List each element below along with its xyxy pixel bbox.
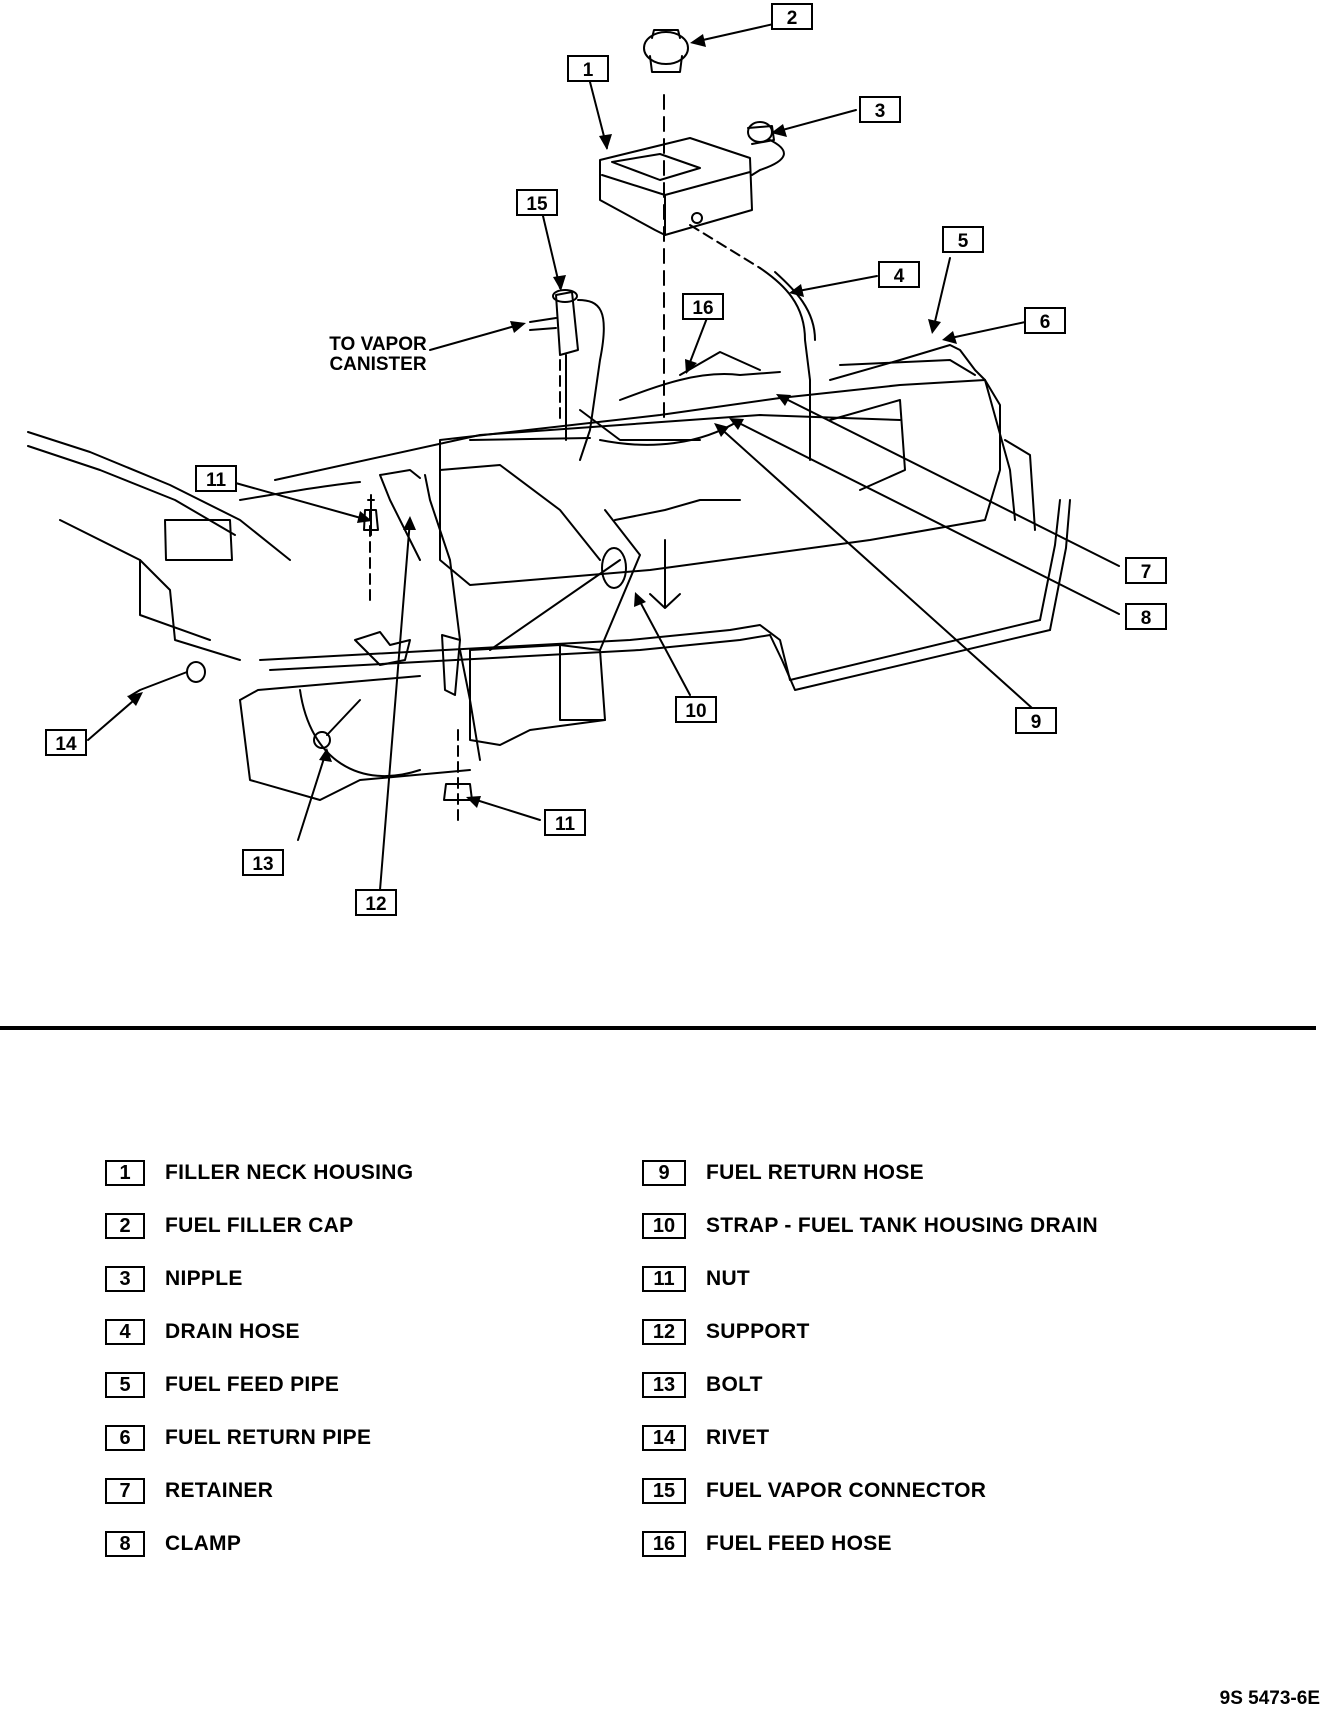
legend-item-number: 8: [105, 1531, 145, 1557]
figure-id: 9S 5473-6E: [1219, 1688, 1320, 1709]
nut-upper: [363, 494, 379, 536]
legend-item: 12 SUPPORT: [642, 1317, 810, 1347]
fuel-vapor-connector: [529, 289, 605, 461]
legend-item-number: 9: [642, 1160, 686, 1186]
legend-item-number: 4: [105, 1319, 145, 1345]
legend-item-number: 5: [105, 1372, 145, 1398]
legend-item-number: 13: [642, 1372, 686, 1398]
legend-item-label: CLAMP: [165, 1532, 242, 1555]
legend-item: 5 FUEL FEED PIPE: [105, 1370, 339, 1400]
callout-13: 13: [252, 854, 273, 875]
callout-3: 3: [875, 101, 886, 122]
callout-9: 9: [1031, 712, 1042, 733]
legend-item: 2 FUEL FILLER CAP: [105, 1211, 353, 1241]
legend-item-label: SUPPORT: [706, 1320, 810, 1343]
legend-item: 15 FUEL VAPOR CONNECTOR: [642, 1476, 986, 1506]
legend-item-label: STRAP - FUEL TANK HOUSING DRAIN: [706, 1214, 1098, 1237]
bolt: [313, 699, 361, 749]
callout-11-lower: 11: [555, 814, 576, 835]
legend-item-label: RETAINER: [165, 1479, 274, 1502]
legend-item: 8 CLAMP: [105, 1529, 241, 1559]
body-rail-left: [27, 431, 291, 661]
fuel-system-diagram: 1 2 3 4 5 6 7 8 9 10 11 12 13 14 15 16 1…: [27, 3, 1167, 916]
legend-item-label: BOLT: [706, 1373, 763, 1396]
legend-item-label: FUEL FILLER CAP: [165, 1214, 354, 1237]
callout-7: 7: [1141, 562, 1152, 583]
fuel-filler-cap: [643, 29, 689, 73]
legend-item-number: 14: [642, 1425, 686, 1451]
legend-item-number: 10: [642, 1213, 686, 1239]
callout-4: 4: [894, 266, 905, 287]
legend-item-label: FUEL RETURN HOSE: [706, 1161, 924, 1184]
legend-item-label: NUT: [706, 1267, 751, 1290]
legend-item-label: FILLER NECK HOUSING: [165, 1161, 414, 1184]
legend-item: 11 NUT: [642, 1264, 750, 1294]
callout-1: 1: [583, 60, 594, 81]
callout-16: 16: [692, 298, 713, 319]
fuel-tank: [439, 344, 1036, 586]
callout-boxes: [45, 3, 1167, 916]
legend-item: 10 STRAP - FUEL TANK HOUSING DRAIN: [642, 1211, 1098, 1241]
drain-hose: [759, 267, 811, 461]
legend-item-label: RIVET: [706, 1426, 770, 1449]
legend-item-number: 1: [105, 1160, 145, 1186]
leader-lines: [87, 20, 1120, 891]
leader-arrowheads: [127, 34, 957, 808]
legend-item-label: FUEL FEED HOSE: [706, 1532, 892, 1555]
callout-15: 15: [526, 194, 548, 215]
legend-item-number: 2: [105, 1213, 145, 1239]
divider-rule: [0, 1026, 1316, 1030]
legend-item: 13 BOLT: [642, 1370, 763, 1400]
callout-6: 6: [1040, 312, 1051, 333]
floor-pan: [239, 414, 1071, 801]
legend-item: 16 FUEL FEED HOSE: [642, 1529, 892, 1559]
legend-item-number: 11: [642, 1266, 686, 1292]
legend-item-label: FUEL VAPOR CONNECTOR: [706, 1479, 987, 1502]
legend-item-number: 7: [105, 1478, 145, 1504]
support: [441, 634, 461, 696]
filler-neck-housing: [599, 137, 753, 236]
callout-8: 8: [1141, 608, 1152, 629]
callout-12: 12: [365, 894, 386, 915]
vapor-canister-label-line1: TO VAPOR: [329, 334, 427, 355]
legend-item: 14 RIVET: [642, 1423, 769, 1453]
callout-14: 14: [55, 734, 77, 755]
legend-item-number: 3: [105, 1266, 145, 1292]
legend-item-number: 12: [642, 1319, 686, 1345]
drain-housing-strap: [469, 499, 741, 746]
legend-item: 3 NIPPLE: [105, 1264, 243, 1294]
legend-item-label: FUEL FEED PIPE: [165, 1373, 340, 1396]
callout-5: 5: [958, 231, 969, 252]
legend-item: 1 FILLER NECK HOUSING: [105, 1158, 413, 1188]
legend-item-number: 6: [105, 1425, 145, 1451]
legend-item-label: NIPPLE: [165, 1267, 243, 1290]
legend-item: 4 DRAIN HOSE: [105, 1317, 300, 1347]
legend-item-label: DRAIN HOSE: [165, 1320, 300, 1343]
rivet: [129, 661, 206, 697]
legend-item-number: 15: [642, 1478, 686, 1504]
legend-item-label: FUEL RETURN PIPE: [165, 1426, 372, 1449]
callout-11: 11: [206, 470, 227, 491]
callout-10: 10: [685, 701, 706, 722]
legend-item-number: 16: [642, 1531, 686, 1557]
legend-item: 7 RETAINER: [105, 1476, 273, 1506]
legend-item: 6 FUEL RETURN PIPE: [105, 1423, 371, 1453]
callout-2: 2: [787, 8, 798, 29]
vapor-canister-label-line2: CANISTER: [329, 354, 426, 375]
legend-item: 9 FUEL RETURN HOSE: [642, 1158, 924, 1188]
